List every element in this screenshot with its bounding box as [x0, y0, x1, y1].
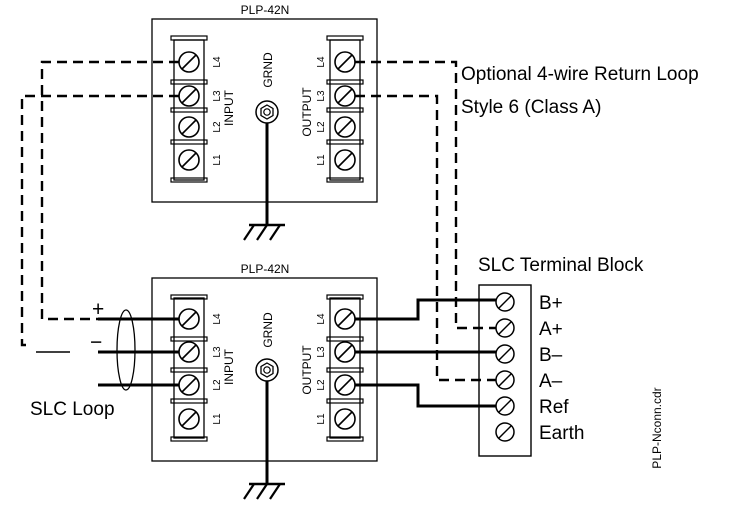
return-loop-dashed-minus	[20, 94, 179, 347]
terminal-screw-icon	[334, 149, 356, 171]
module-bottom-input-strip: L4 L3 L2 L1 INPUT	[170, 294, 236, 442]
module-top-input-strip: L4 L3 L2 L1 INPUT	[170, 35, 236, 183]
output-label: OUTPUT	[300, 345, 314, 395]
terminal-screw-icon	[495, 292, 515, 312]
terminal-label: L1	[316, 154, 327, 166]
terminal-label: L3	[316, 346, 327, 358]
slc-terminal-label: B–	[539, 345, 563, 366]
terminal-label: L2	[212, 121, 223, 133]
terminal-screw-icon	[178, 149, 200, 171]
terminal-label: L4	[316, 56, 327, 68]
terminal-label: L1	[212, 413, 223, 425]
slc-terminal-block-title: SLC Terminal Block	[478, 255, 644, 276]
terminal-label: L1	[316, 413, 327, 425]
terminal-screw-icon	[178, 85, 200, 107]
output-label: OUTPUT	[300, 87, 314, 137]
terminal-screw-icon	[495, 344, 515, 364]
slc-terminal-label: A+	[539, 319, 563, 340]
input-label: INPUT	[222, 89, 236, 126]
terminal-label: L3	[316, 90, 327, 102]
ground-stud-icon	[255, 358, 279, 382]
ground-stud-icon	[255, 100, 279, 124]
terminal-screw-icon	[334, 341, 356, 363]
earth-ground-icon	[243, 223, 285, 241]
terminal-screw-icon	[334, 85, 356, 107]
terminal-screw-icon	[495, 396, 515, 416]
module-bottom-ground: GRND	[243, 312, 285, 500]
slc-terminal-label: Ref	[539, 397, 569, 418]
terminal-screw-icon	[178, 341, 200, 363]
slc-terminal-block: SLC Terminal Block B+ A+ B– A– Ref Earth	[478, 255, 644, 457]
return-loop-dashed-aplus	[355, 60, 496, 330]
module-bottom: PLP-42N L4 L3 L2 L1 INPUT GRND	[151, 262, 378, 500]
terminal-screw-icon	[334, 408, 356, 430]
wiring	[20, 60, 496, 408]
output-l2-to-ref	[355, 383, 496, 408]
slc-minus-sign: −	[90, 331, 102, 354]
terminal-label: L4	[316, 313, 327, 325]
terminal-screw-icon	[334, 116, 356, 138]
output-l4-to-bplus	[355, 298, 496, 321]
terminal-screw-icon	[178, 374, 200, 396]
terminal-screw-icon	[495, 422, 515, 442]
terminal-screw-icon	[495, 318, 515, 338]
terminal-label: L4	[212, 313, 223, 325]
return-loop-caption-2: Style 6 (Class A)	[461, 97, 601, 118]
module-top-title: PLP-42N	[241, 3, 290, 17]
terminal-screw-icon	[334, 374, 356, 396]
input-label: INPUT	[222, 348, 236, 385]
terminal-label: L3	[212, 346, 223, 358]
terminal-screw-icon	[178, 51, 200, 73]
slc-loop-label: SLC Loop	[30, 399, 115, 420]
return-loop-caption-1: Optional 4-wire Return Loop	[461, 64, 699, 85]
terminal-label: L2	[212, 379, 223, 391]
module-top-frame	[151, 18, 378, 203]
earth-ground-icon	[243, 482, 285, 500]
slc-terminal-label: Earth	[539, 423, 584, 444]
file-name-label: PLP-Nconn.cdr	[650, 387, 664, 468]
terminal-label: L1	[212, 154, 223, 166]
return-loop-dashed-aminus	[355, 94, 496, 382]
terminal-screw-icon	[334, 51, 356, 73]
slc-terminal-label: A–	[539, 371, 563, 392]
return-loop-dashed-plus	[40, 60, 179, 321]
slc-terminal-block-frame	[478, 284, 532, 457]
slc-terminal-label: B+	[539, 293, 563, 314]
module-bottom-frame	[151, 277, 378, 462]
module-top-output-strip: L4 L3 L2 L1 OUTPUT	[300, 35, 364, 183]
cable-shield-icon	[116, 309, 136, 391]
module-top-ground: GRND	[243, 52, 285, 241]
ground-label: GRND	[261, 312, 275, 348]
terminal-screw-icon	[334, 308, 356, 330]
slc-plus-sign: +	[92, 298, 104, 321]
terminal-label: L2	[316, 121, 327, 133]
module-top: PLP-42N L4 L3 L2 L1 INPUT GRND	[151, 3, 378, 241]
terminal-screw-icon	[178, 116, 200, 138]
annotations: Optional 4-wire Return Loop Style 6 (Cla…	[30, 64, 699, 469]
module-bottom-output-strip: L4 L3 L2 L1 OUTPUT	[300, 294, 364, 442]
module-bottom-title: PLP-42N	[241, 262, 290, 276]
terminal-label: L2	[316, 379, 327, 391]
ground-label: GRND	[261, 52, 275, 88]
terminal-screw-icon	[178, 408, 200, 430]
terminal-screw-icon	[178, 308, 200, 330]
terminal-label: L4	[212, 56, 223, 68]
terminal-screw-icon	[495, 370, 515, 390]
terminal-label: L3	[212, 90, 223, 102]
